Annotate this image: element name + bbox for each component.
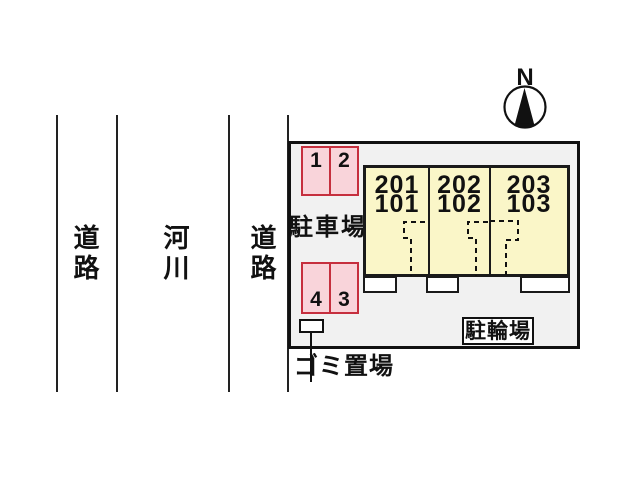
unit-upper-number: 203 (506, 171, 552, 199)
parking-area-bottom: 4 3 (301, 262, 359, 314)
parking-space-3: 3 (338, 288, 350, 311)
entrance-porch-3 (520, 276, 570, 293)
garbage-label: ゴミ置場 (294, 353, 394, 380)
entrance-porch-1 (363, 276, 397, 293)
parking-label: 駐車場 (289, 214, 367, 241)
road-label-left: 道路 (70, 224, 100, 284)
unit-upper-number: 201 (374, 171, 420, 199)
river-road-line-3 (228, 115, 230, 392)
road-line-1 (56, 115, 58, 392)
north-compass-icon (503, 85, 547, 129)
unit-203-103: 203 103 (491, 168, 567, 274)
river-label: 河川 (160, 224, 190, 284)
parking-space-4: 4 (303, 264, 331, 312)
apartment-building: 201 101 202 102 203 103 (363, 165, 570, 277)
entrance-porch-2 (426, 276, 459, 293)
parking-space-1: 1 (303, 148, 331, 194)
parking-space-2: 2 (338, 149, 350, 172)
unit-202-102: 202 102 (430, 168, 491, 274)
unit-201-101: 201 101 (366, 168, 430, 274)
road-river-line-2 (116, 115, 118, 392)
unit-lower-number: 101 (374, 190, 420, 218)
unit-lower-number: 102 (437, 190, 482, 218)
unit-lower-number: 103 (506, 190, 552, 218)
garbage-connector-line (310, 331, 312, 382)
road-label-right: 道路 (247, 224, 277, 284)
compass-north-label: N (516, 64, 534, 91)
parking-area-top: 1 2 (301, 146, 359, 196)
bicycle-parking-badge: 駐輪場 (462, 317, 534, 345)
unit-upper-number: 202 (437, 171, 482, 199)
